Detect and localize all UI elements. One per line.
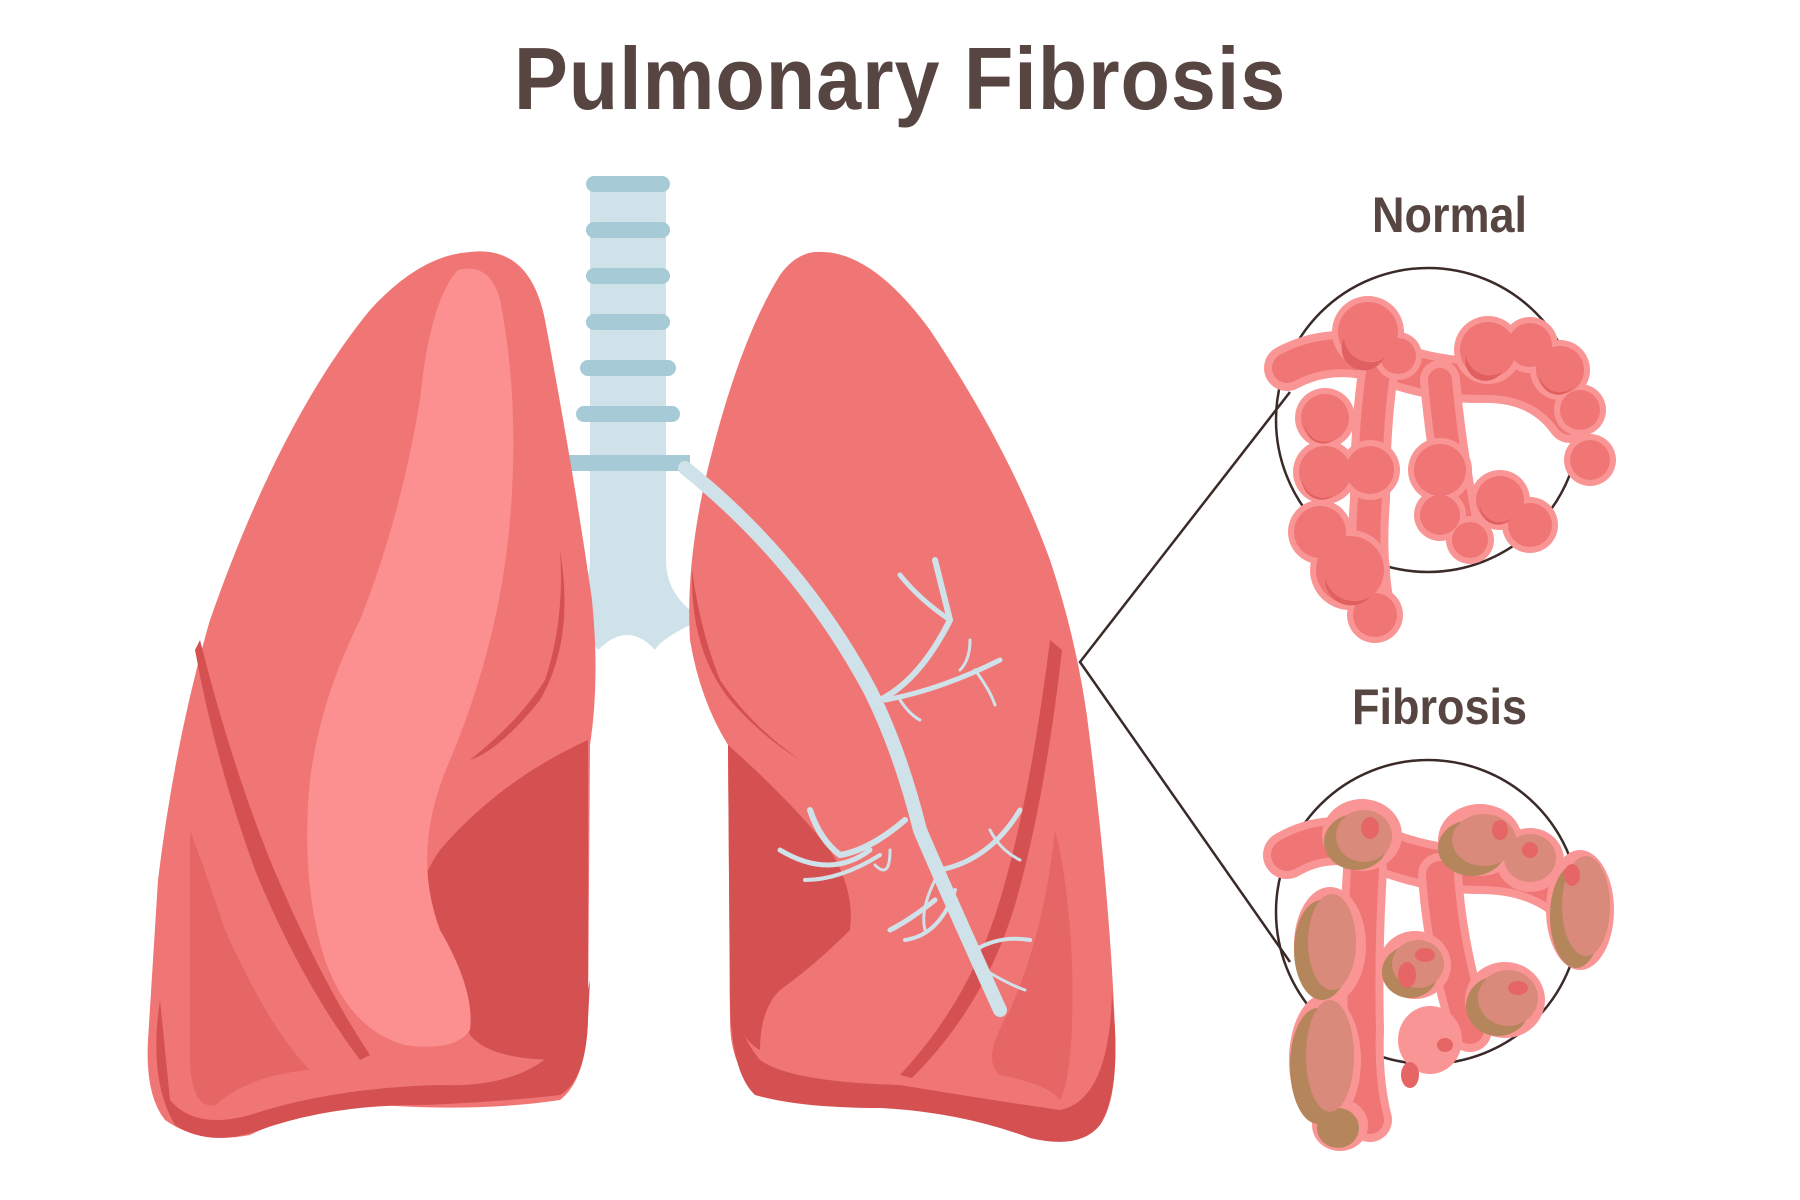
bronchi-icon: [678, 461, 1032, 1017]
fibrosis-label: Fibrosis: [1352, 679, 1528, 735]
trachea-icon: [565, 176, 690, 650]
page-title: Pulmonary Fibrosis: [513, 29, 1287, 128]
left-lung-icon: [147, 251, 596, 1138]
callout-lines: [1078, 391, 1292, 963]
fibrosis-alveoli-magnifier: [1263, 758, 1614, 1151]
normal-label: Normal: [1372, 187, 1528, 243]
normal-alveoli-magnifier: [1264, 266, 1616, 643]
